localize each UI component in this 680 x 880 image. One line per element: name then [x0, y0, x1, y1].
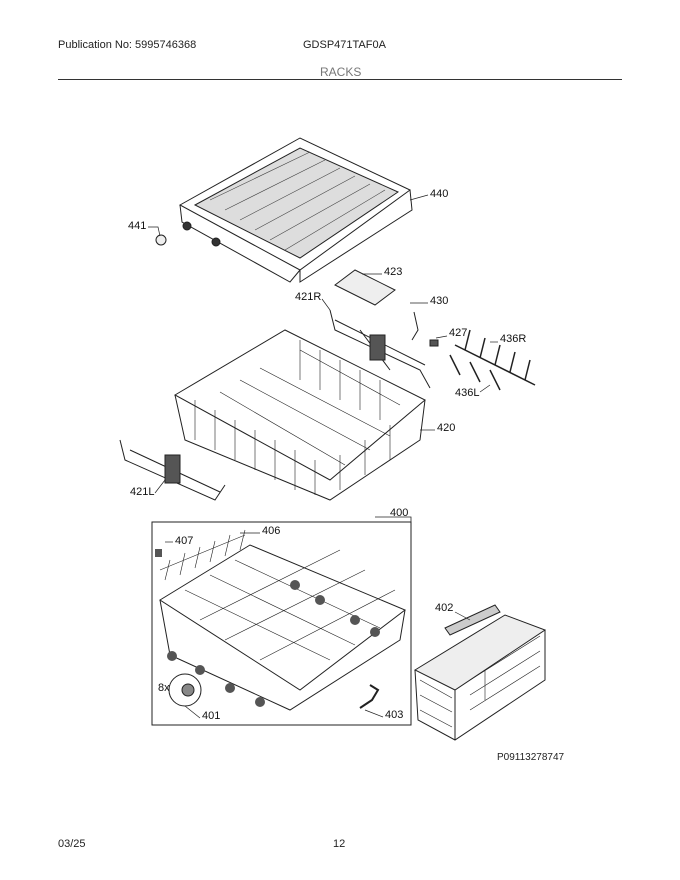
lower-basket-406 [155, 529, 406, 711]
upper-rack-440 [155, 137, 413, 283]
callout-436R: 436R [500, 333, 527, 345]
part-430 [411, 311, 419, 341]
middle-basket-420 [173, 329, 426, 501]
part-427 [429, 339, 439, 347]
callout-406: 406 [262, 525, 281, 537]
header-divider [58, 79, 622, 80]
callout-436L: 436L [455, 387, 480, 399]
callout-430: 430 [430, 295, 449, 307]
page-number: 12 [333, 838, 346, 850]
callout-441: 441 [128, 220, 147, 232]
callout-421L: 421L [130, 486, 155, 498]
callout-407: 407 [175, 535, 194, 547]
callout-8x: 8x [158, 682, 170, 694]
tines-436 [449, 329, 536, 391]
callout-427: 427 [449, 327, 468, 339]
diagram-code: P09113278747 [497, 752, 565, 763]
callout-400: 400 [390, 507, 409, 519]
assembly-box-400 [151, 521, 412, 726]
model-number: GDSP471TAF0A [303, 39, 386, 51]
callout-401: 401 [202, 710, 221, 722]
callout-402: 402 [435, 602, 454, 614]
section-title: RACKS [320, 65, 362, 79]
callout-440: 440 [430, 188, 449, 200]
part-423 [334, 269, 396, 306]
callout-423: 423 [384, 266, 403, 278]
callout-403: 403 [385, 709, 404, 721]
publication-number: Publication No: 5995746368 [58, 39, 197, 51]
callout-420: 420 [437, 422, 456, 434]
footer-date: 03/25 [58, 838, 86, 850]
silverware-basket-402 [413, 604, 547, 741]
callout-421R: 421R [295, 291, 322, 303]
